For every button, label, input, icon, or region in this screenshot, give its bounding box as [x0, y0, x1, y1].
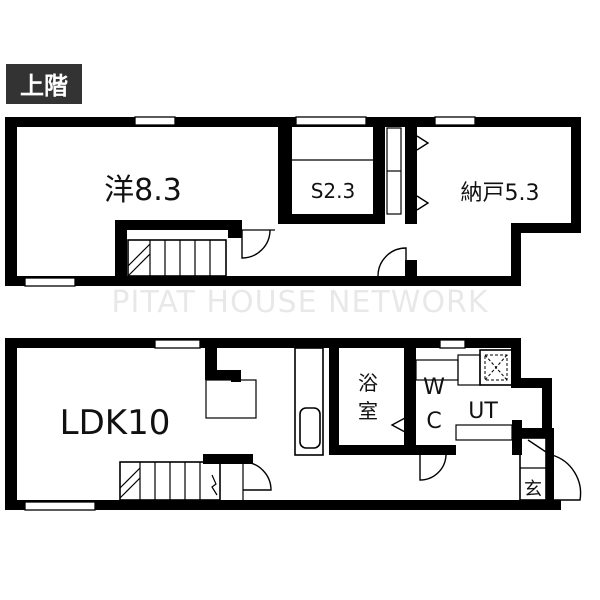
upper-wall-stair-top [115, 220, 235, 230]
upper-wall-closet-stub [405, 260, 417, 280]
upper-wall-right [571, 117, 581, 233]
closet-fold-door-bottom [416, 195, 430, 211]
upper-door-2 [377, 247, 407, 277]
bath-wall-right [404, 348, 416, 455]
upper-window-3 [434, 116, 476, 126]
ut-wall-right [512, 420, 522, 455]
room-wc-1: W [423, 375, 445, 400]
wc-door [419, 454, 447, 481]
wc-wall-bottom [416, 445, 456, 455]
lower-wall-right-upper [511, 338, 521, 380]
room-ut: UT [468, 399, 498, 424]
lower-door-stair [242, 461, 272, 491]
upper-wall-step-down [511, 223, 521, 286]
lower-wall-kitchen-a [205, 348, 217, 380]
lower-wall-stair-top [203, 454, 253, 464]
lower-wall-entry-top [520, 428, 552, 438]
lower-window-3 [24, 501, 96, 511]
bath-fold-door [390, 417, 406, 433]
upper-window-2 [295, 116, 367, 126]
lower-wall-left [5, 338, 17, 510]
upper-floor [5, 116, 581, 287]
ut-cabinet [457, 354, 481, 386]
upper-window-1 [134, 116, 176, 126]
lower-wall-kitchen-c [231, 370, 241, 382]
watermark: PITAT HOUSE NETWORK [111, 285, 488, 320]
upper-wall-left [5, 117, 17, 286]
upper-wall-closet-left [405, 122, 417, 224]
upper-door-1 [241, 229, 271, 259]
lower-wall-bottom [5, 500, 561, 510]
upper-wall-top [5, 117, 581, 127]
closet-fold-door-top [416, 135, 430, 151]
floor-badge: 上階 [6, 64, 82, 104]
room-entrance: 玄 [524, 479, 542, 500]
room-bath-1: 浴 [358, 371, 378, 395]
room-storage: S2.3 [311, 179, 356, 203]
entrance-door [551, 454, 582, 501]
room-bath-2: 室 [358, 399, 378, 423]
lower-window-2 [439, 339, 466, 349]
upper-wall-storage-bottom [278, 214, 385, 224]
lower-stairs [119, 461, 221, 501]
kitchen-column [294, 347, 324, 456]
floor-badge-label: 上階 [20, 72, 68, 100]
washer-pan [479, 349, 513, 386]
entrance-inner-door [527, 439, 547, 453]
bath-wall-bottom [329, 445, 404, 455]
kitchen-sink [299, 407, 321, 449]
upper-wall-step [516, 223, 581, 233]
upper-window-4 [24, 277, 76, 287]
upper-wall-stair-post [228, 220, 242, 238]
lower-wall-entry-right [546, 428, 554, 510]
upper-wall-stair-left [115, 220, 127, 282]
room-western: 洋8.3 [104, 173, 182, 208]
lower-wall-kitchen-b [217, 370, 241, 380]
entrance-area [519, 437, 547, 501]
upper-wall-bottom [5, 276, 515, 286]
room-closet: 納戸5.3 [461, 181, 540, 206]
kitchen-counter [205, 379, 257, 419]
room-wc-2: C [426, 409, 441, 434]
lower-wall-right-step [511, 378, 551, 388]
lower-floor [5, 338, 582, 511]
lower-wall-top-right [329, 338, 521, 348]
lower-window-1 [154, 339, 201, 349]
upper-wall-mid-left [278, 122, 292, 224]
upper-wall-mid-right [373, 122, 385, 224]
ut-shelf [455, 424, 513, 441]
bath-wall-left [329, 348, 339, 455]
room-ldk: LDK10 [60, 403, 171, 443]
lower-wall-right-mid [542, 378, 552, 428]
upper-stairs [127, 239, 227, 277]
